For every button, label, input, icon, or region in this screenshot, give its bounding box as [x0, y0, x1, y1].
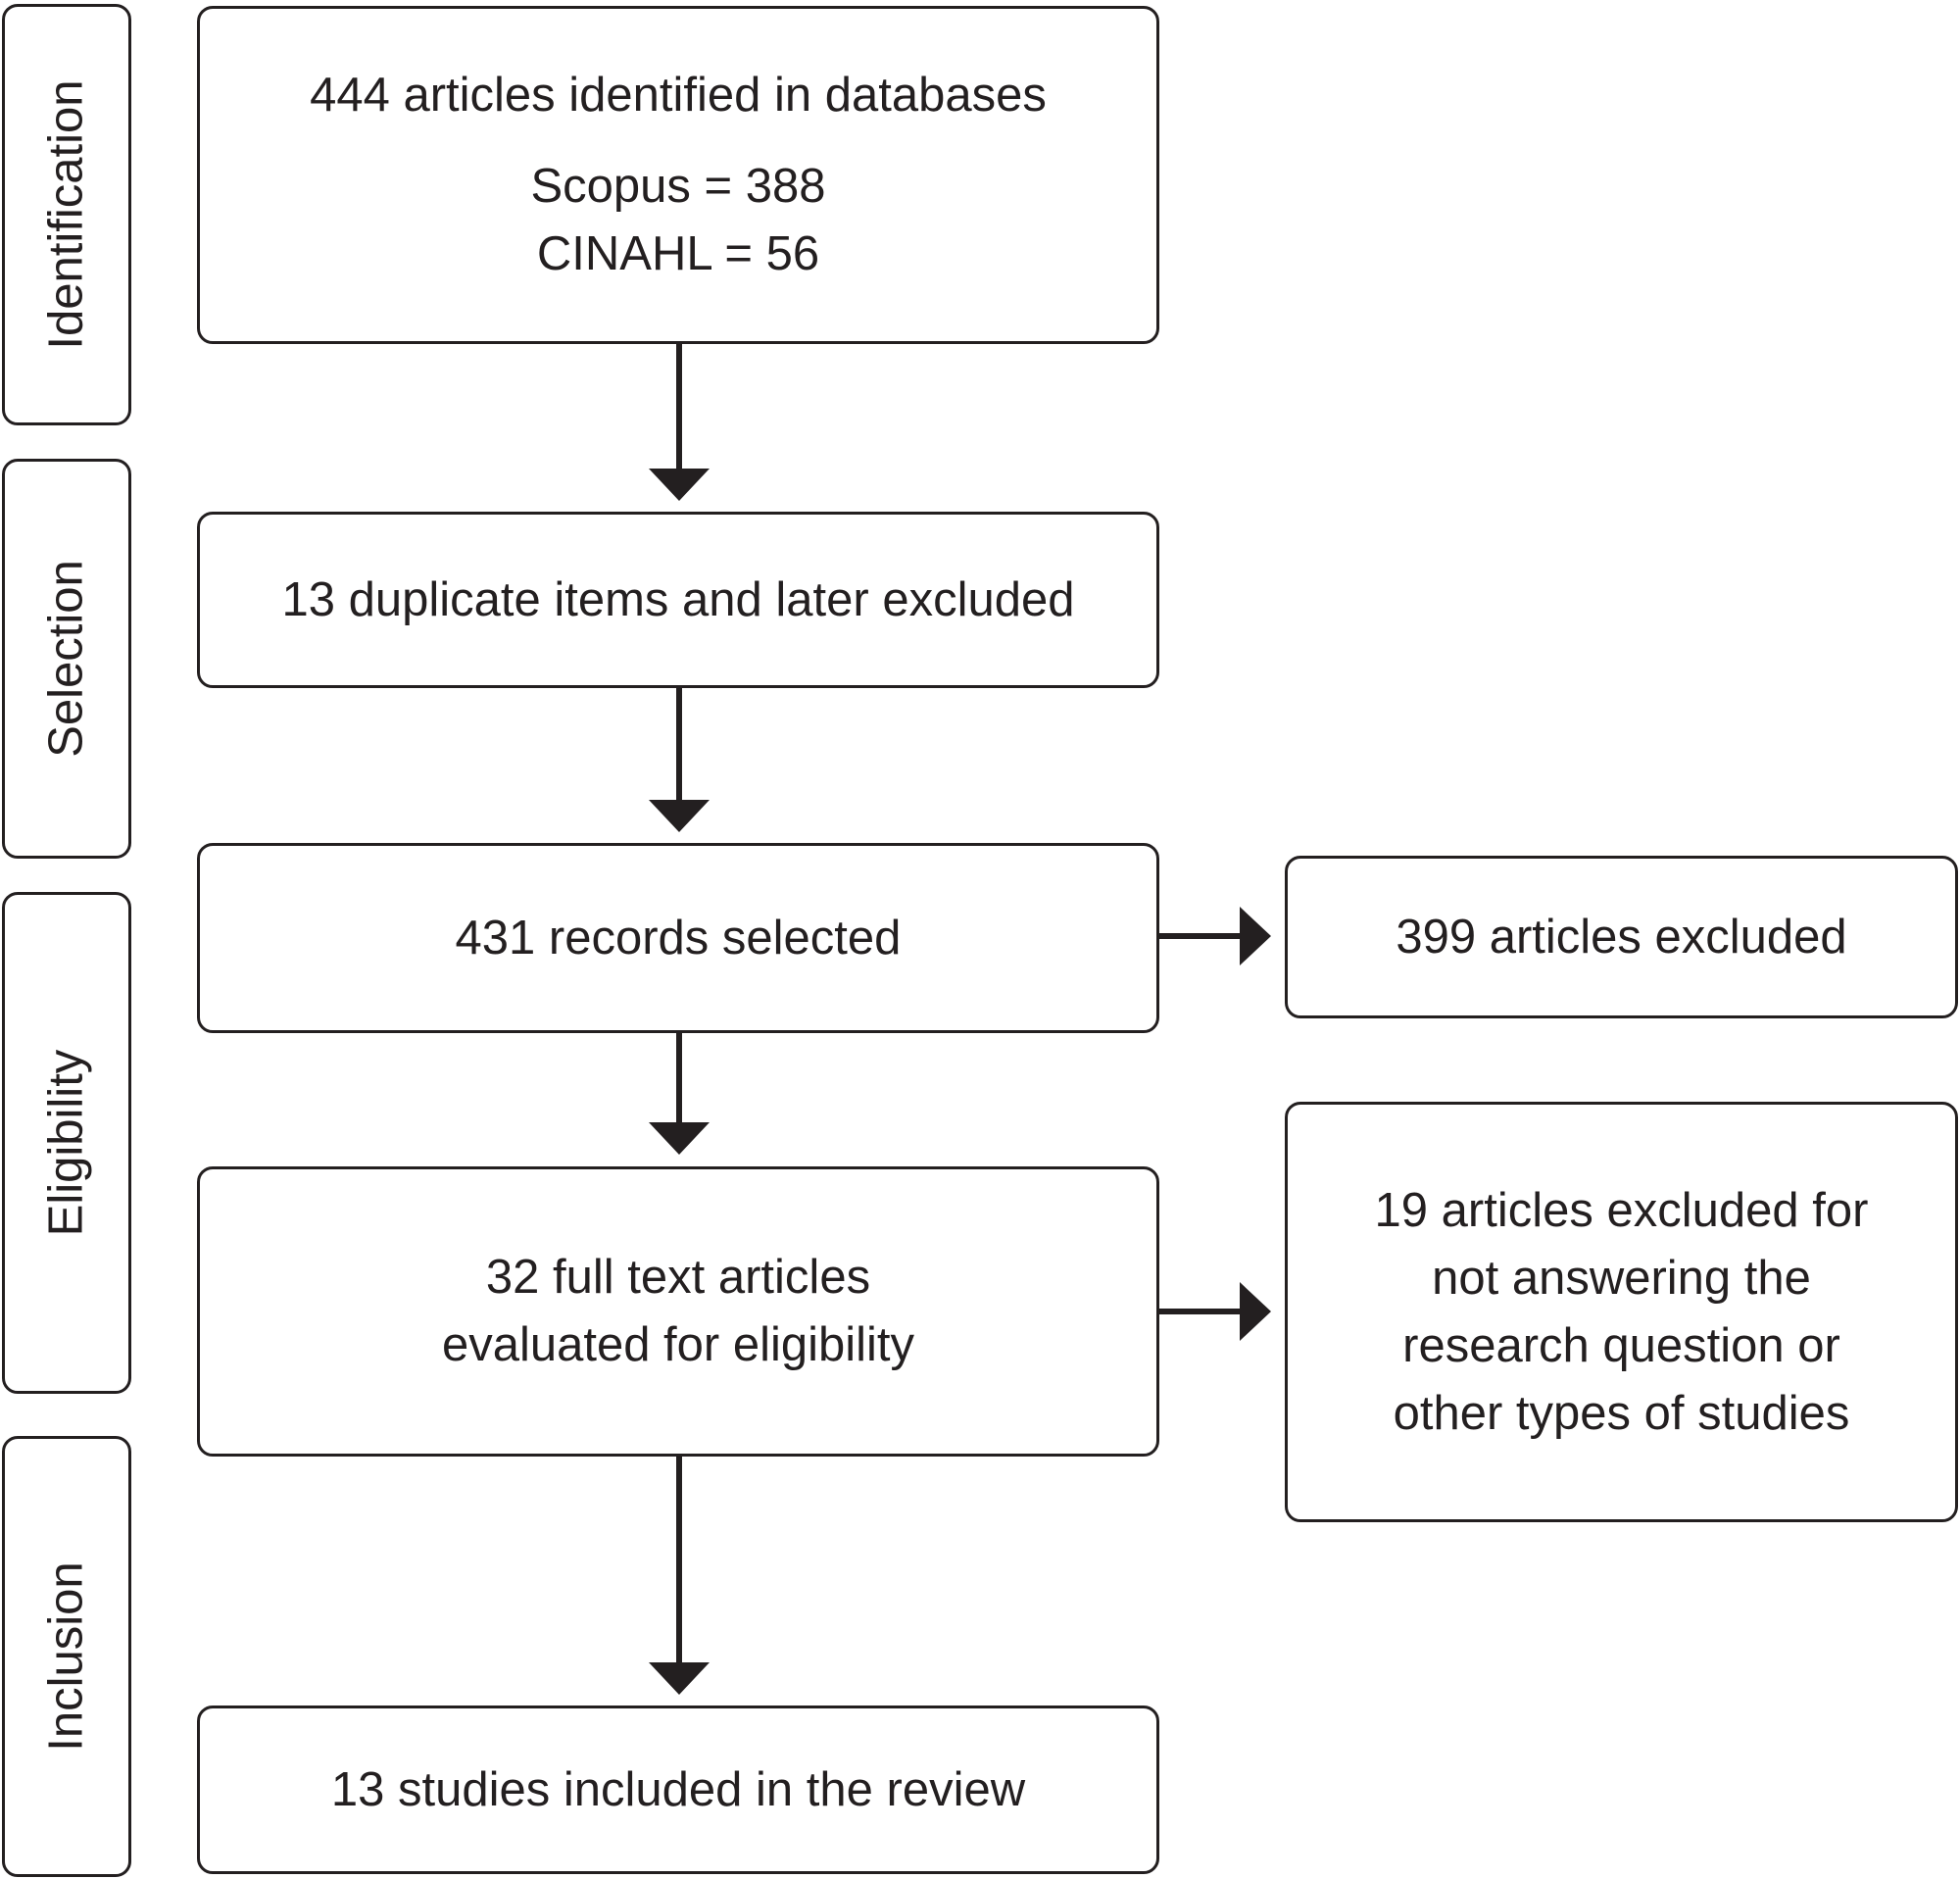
box-records-selected: 431 records selected — [197, 843, 1159, 1033]
identification-title: 444 articles identified in databases — [310, 69, 1047, 122]
duplicates-text: 13 duplicate items and later excluded — [281, 572, 1075, 626]
box-duplicates: 13 duplicate items and later excluded — [197, 512, 1159, 688]
records-selected-text: 431 records selected — [455, 911, 902, 964]
box-included: 13 studies included in the review — [197, 1706, 1159, 1874]
arrow-full-text-to-excluded-19 — [1158, 1282, 1271, 1341]
arrow-full-text-to-included — [649, 1457, 710, 1695]
included-text: 13 studies included in the review — [330, 1762, 1026, 1816]
box-full-text: 32 full text articles evaluated for elig… — [197, 1166, 1159, 1457]
box-excluded-19: 19 articles excluded for not answering t… — [1285, 1102, 1958, 1522]
phase-identification: Identification — [2, 4, 131, 425]
arrow-records-to-excluded-399 — [1158, 907, 1271, 965]
arrow-duplicates-to-records — [649, 688, 710, 832]
box-identification: 444 articles identified in databases Sco… — [197, 6, 1159, 344]
arrow-identification-to-duplicates — [649, 344, 710, 501]
arrow-records-to-full-text — [649, 1033, 710, 1155]
excluded-19-line3: research question or — [1402, 1318, 1840, 1372]
excluded-19-line1: 19 articles excluded for — [1374, 1183, 1869, 1237]
phase-selection: Selection — [2, 459, 131, 859]
excluded-19-line2: not answering the — [1432, 1251, 1811, 1305]
phase-inclusion: Inclusion — [2, 1436, 131, 1877]
phase-eligibility: Eligibility — [2, 892, 131, 1394]
identification-scopus: Scopus = 388 — [530, 160, 826, 213]
identification-cinahl: CINAHL = 56 — [536, 227, 820, 280]
box-excluded-399: 399 articles excluded — [1285, 856, 1958, 1018]
excluded-399-text: 399 articles excluded — [1396, 910, 1847, 964]
full-text-line2: evaluated for eligibility — [441, 1318, 915, 1371]
excluded-19-line4: other types of studies — [1393, 1386, 1850, 1440]
full-text-line1: 32 full text articles — [485, 1251, 871, 1304]
